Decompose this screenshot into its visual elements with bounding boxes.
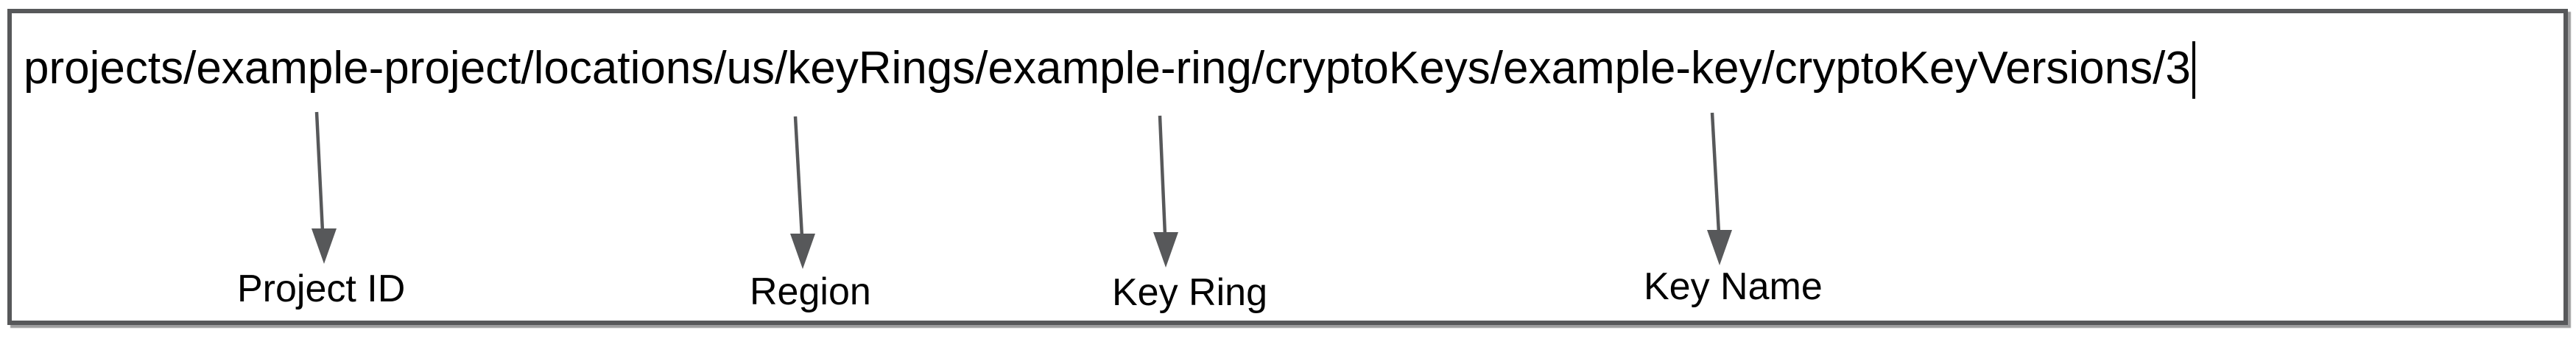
resource-path-box bbox=[7, 9, 2568, 325]
annotation-label-key-ring: Key Ring bbox=[1112, 271, 1267, 314]
annotation-label-project-id: Project ID bbox=[237, 268, 406, 310]
text-caret-icon bbox=[2192, 41, 2195, 99]
resource-path-field[interactable]: projects/example-project/locations/us/ke… bbox=[24, 41, 2195, 99]
annotation-label-key-name: Key Name bbox=[1644, 265, 1823, 308]
resource-path-text: projects/example-project/locations/us/ke… bbox=[24, 43, 2191, 94]
annotation-label-region: Region bbox=[750, 270, 871, 313]
